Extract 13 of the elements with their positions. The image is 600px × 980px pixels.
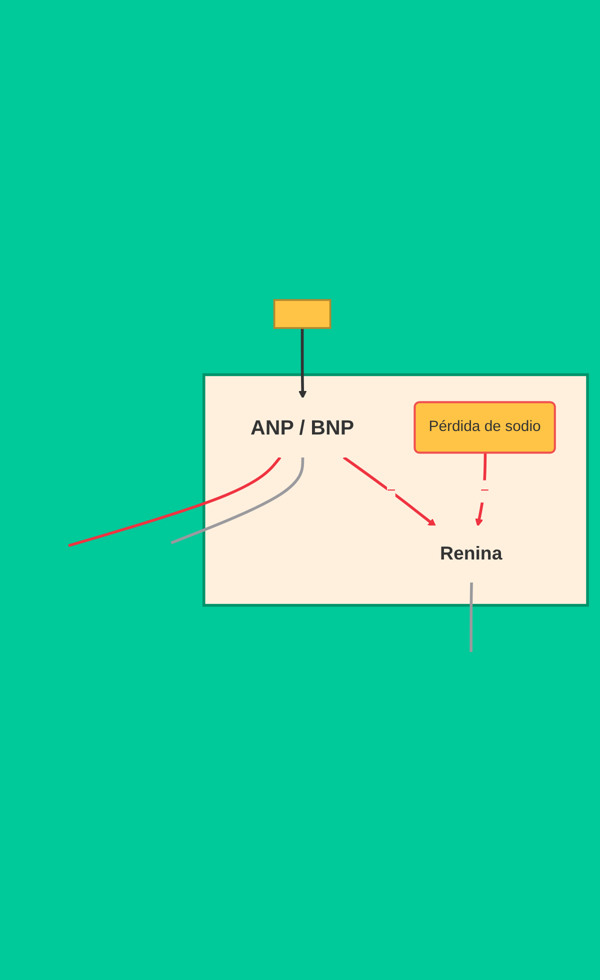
cluster <box>202 373 589 607</box>
arrow <box>475 453 487 527</box>
edge-label: − <box>480 483 490 499</box>
connector <box>68 456 282 548</box>
flowchart: − − ANP / BNP Pérdida de sodio Renina <box>5 5 595 975</box>
arrow <box>342 456 436 527</box>
arrow <box>298 328 307 399</box>
node-text: Renina <box>440 544 502 564</box>
connector <box>170 457 304 544</box>
node-text: ANP / BNP <box>250 416 354 440</box>
connector <box>470 582 473 652</box>
node-box <box>273 299 332 329</box>
edge-label: − <box>386 483 396 499</box>
